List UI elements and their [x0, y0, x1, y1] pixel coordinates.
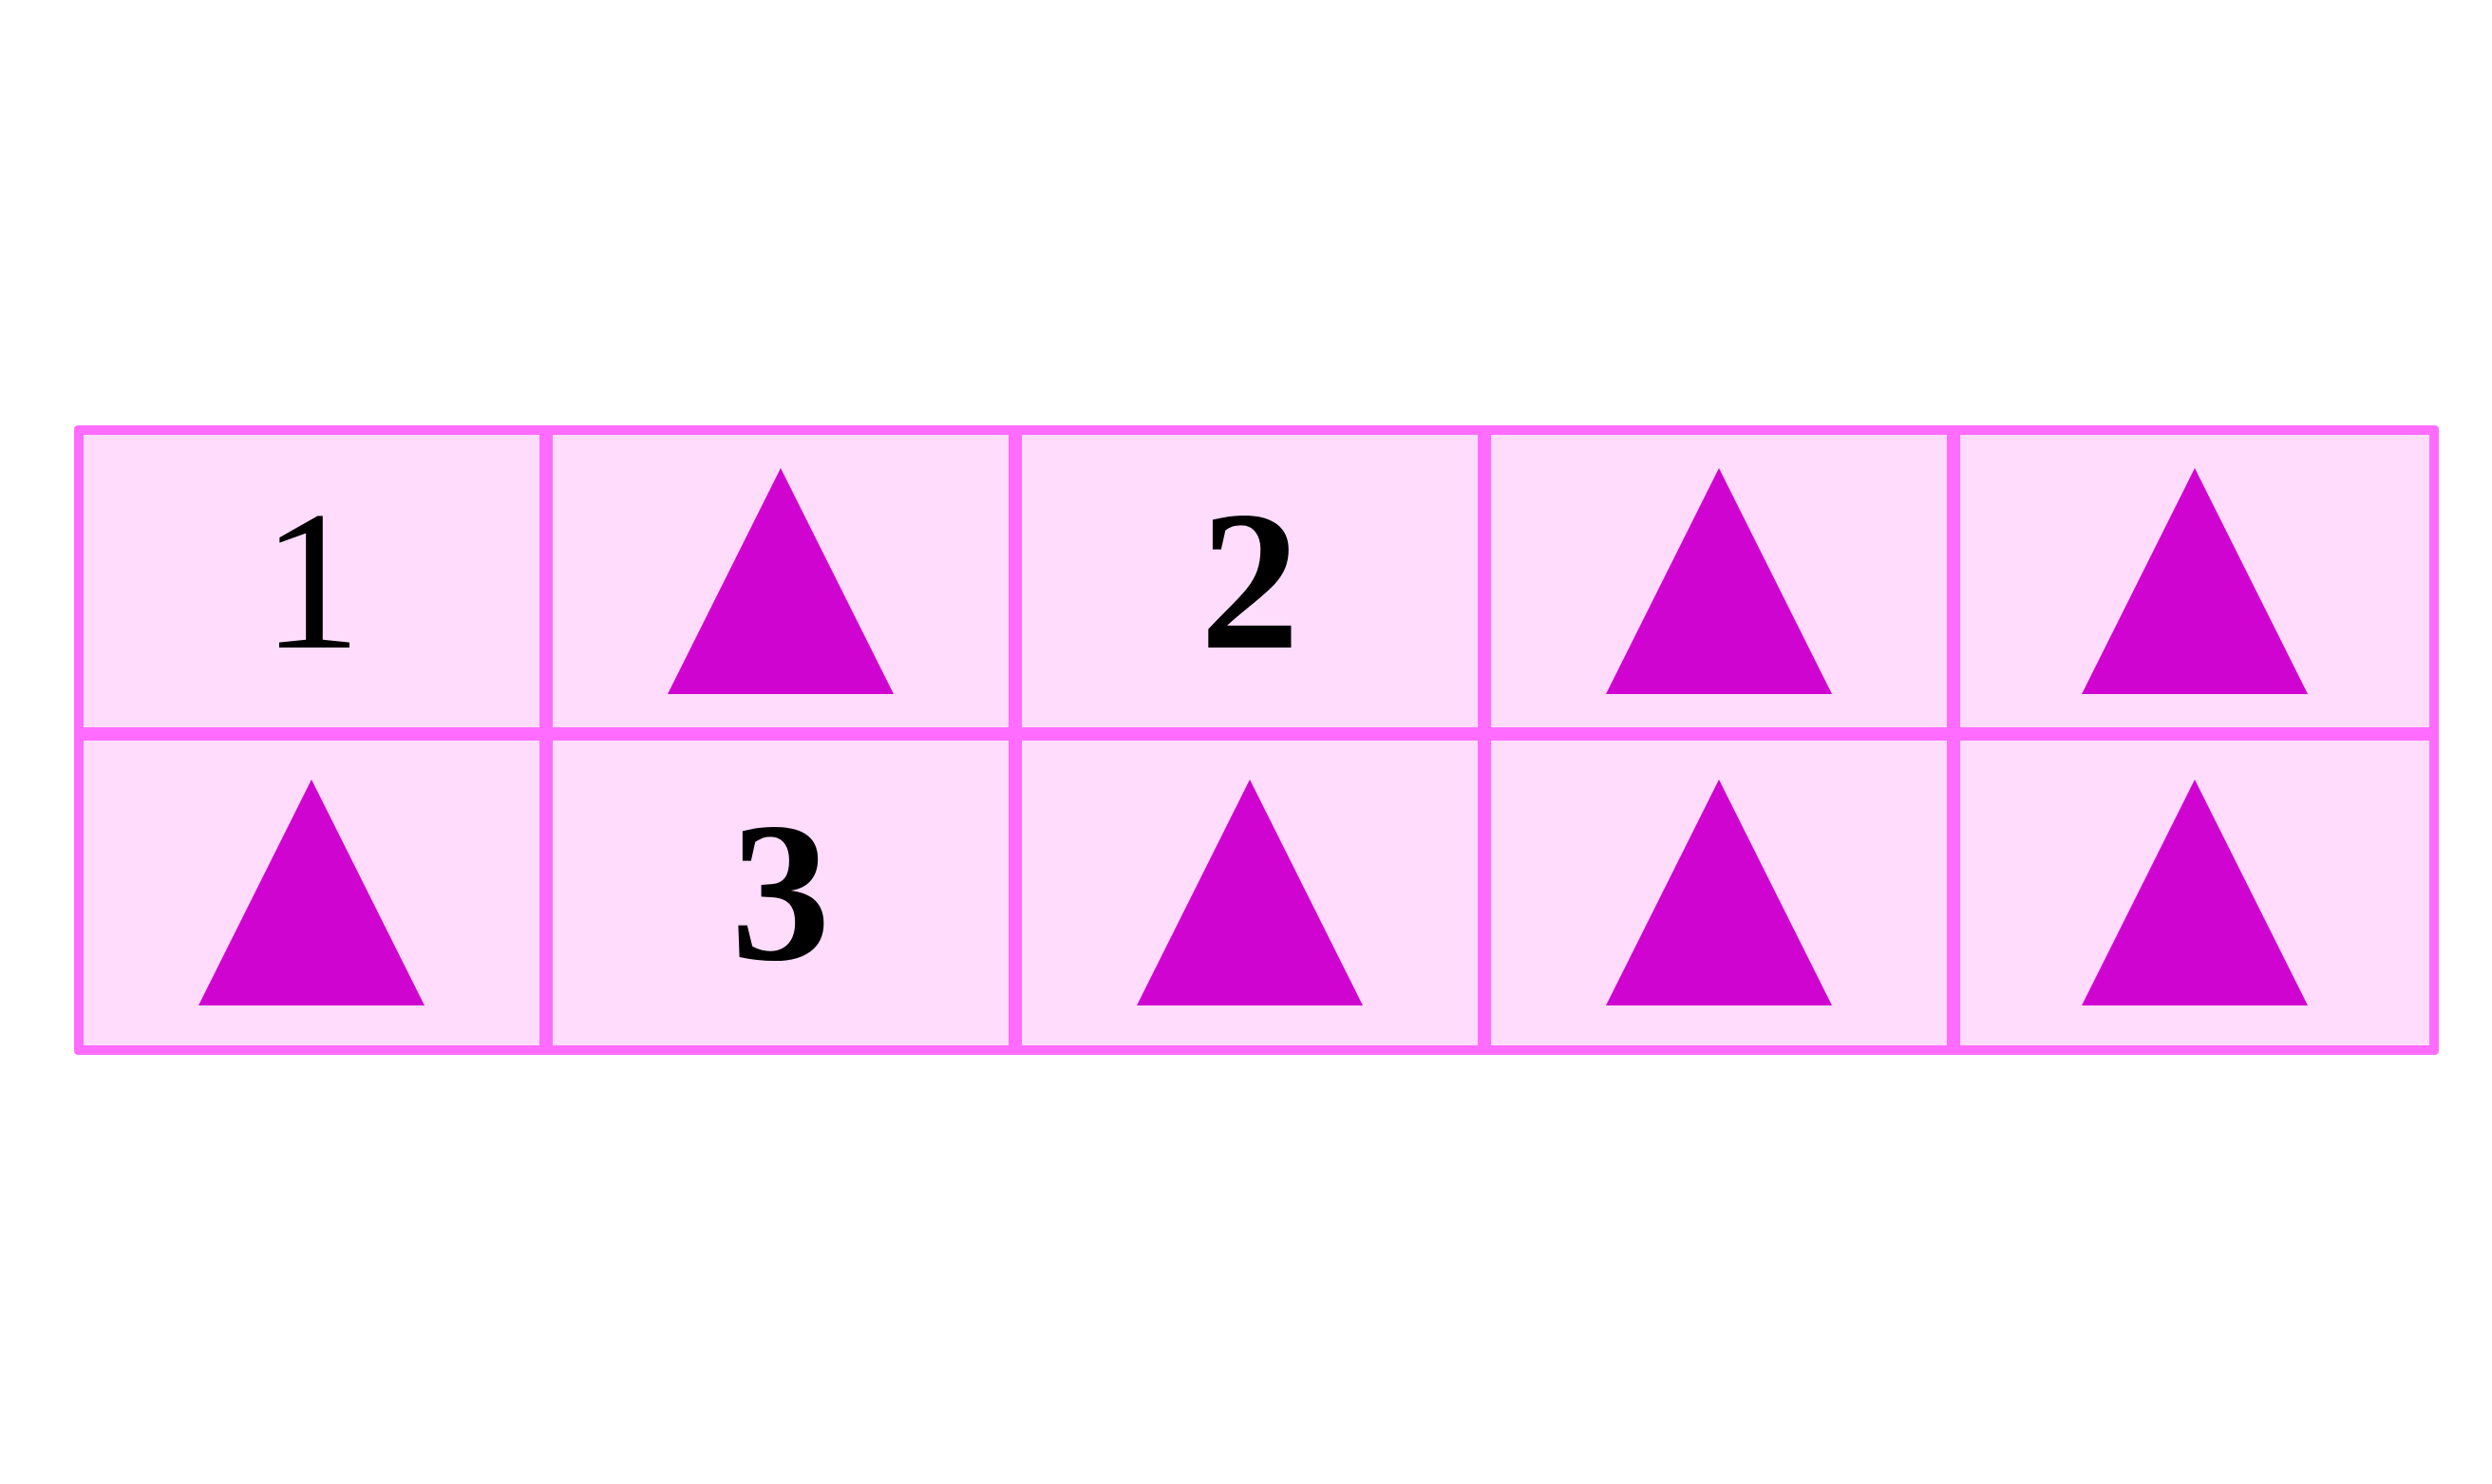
grid-cell-3: 2	[1022, 435, 1491, 741]
grid-cell-8	[1022, 740, 1491, 1045]
triangle-icon	[1137, 780, 1363, 1006]
grid-cell-7: 3	[553, 740, 1022, 1045]
grid-cell-1: 1	[84, 435, 553, 741]
number-label-2: 2	[1199, 470, 1300, 691]
number-label-1: 1	[261, 470, 362, 691]
triangle-icon	[1606, 467, 1832, 694]
grid-cell-5	[1960, 435, 2429, 741]
grid-cell-10	[1960, 741, 2429, 1046]
grid-cell-6	[84, 740, 553, 1045]
shape-grid: 1 2 3	[74, 425, 2439, 1055]
grid-cell-2	[553, 435, 1022, 741]
triangle-icon	[668, 467, 894, 694]
triangle-icon	[2082, 780, 2308, 1006]
triangle-icon	[1606, 780, 1832, 1006]
grid-cell-4	[1491, 435, 1960, 741]
triangle-icon	[2082, 467, 2308, 694]
grid-cell-9	[1491, 740, 1960, 1045]
number-label-3: 3	[730, 782, 831, 1004]
triangle-icon	[198, 780, 425, 1006]
